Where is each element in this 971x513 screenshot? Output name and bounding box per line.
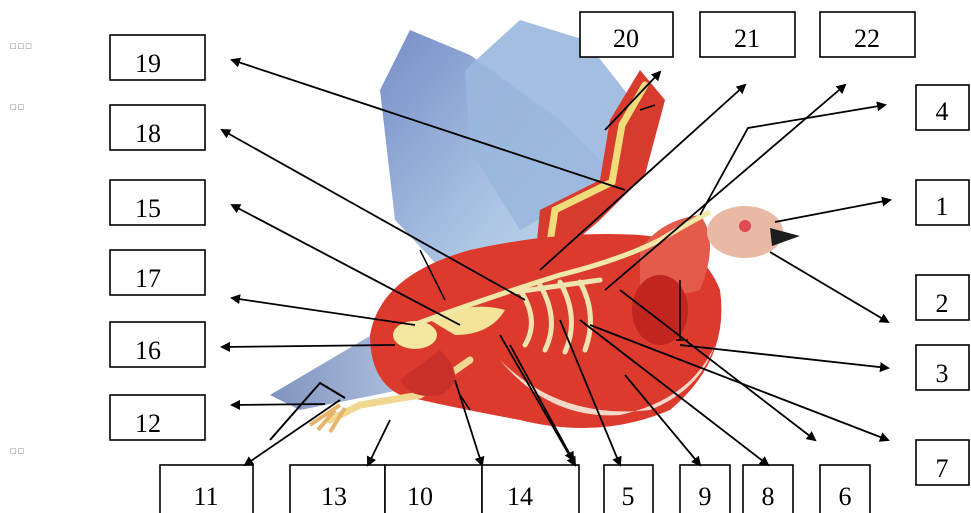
- svg-text:8: 8: [762, 482, 775, 511]
- svg-text:13: 13: [321, 482, 347, 511]
- svg-text:12: 12: [135, 409, 161, 438]
- label-box-18: 18: [110, 105, 205, 150]
- label-box-19: 19: [110, 35, 205, 80]
- mark-bottom: □□: [10, 447, 25, 455]
- svg-text:10: 10: [407, 482, 433, 511]
- label-box-20: 20: [580, 12, 673, 57]
- svg-text:14: 14: [507, 482, 533, 511]
- label-box-4: 4: [916, 85, 969, 130]
- mark-top: □□□: [10, 42, 33, 50]
- svg-text:3: 3: [936, 359, 949, 388]
- label-box-8: 8: [743, 465, 793, 513]
- label-box-21: 21: [700, 12, 795, 57]
- leader-12: [232, 404, 325, 405]
- svg-text:22: 22: [854, 24, 880, 53]
- svg-text:16: 16: [135, 336, 161, 365]
- label-box-17: 17: [110, 250, 205, 295]
- svg-text:1: 1: [936, 192, 949, 221]
- mark-mid: □□: [10, 103, 25, 111]
- svg-text:5: 5: [622, 482, 635, 511]
- svg-text:19: 19: [135, 49, 161, 78]
- label-box-7: 7: [916, 440, 969, 485]
- eye: [739, 220, 751, 232]
- beak: [770, 228, 800, 246]
- svg-text:18: 18: [135, 119, 161, 148]
- label-box-9: 9: [680, 465, 730, 513]
- label-box-16: 16: [110, 322, 205, 367]
- svg-text:4: 4: [936, 97, 949, 126]
- svg-text:7: 7: [936, 454, 949, 483]
- label-box-10: 10: [385, 465, 482, 513]
- svg-text:6: 6: [839, 482, 852, 511]
- svg-text:21: 21: [734, 24, 760, 53]
- label-box-13: 13: [290, 465, 385, 513]
- label-box-3: 3: [916, 345, 969, 390]
- label-box-15: 15: [110, 180, 205, 225]
- label-box-5: 5: [604, 465, 653, 513]
- label-box-12: 12: [110, 395, 205, 440]
- leader-4: [700, 105, 885, 215]
- bird-illustration: [270, 20, 800, 432]
- label-box-22: 22: [820, 12, 915, 57]
- leader-1: [775, 200, 890, 222]
- leader-2: [770, 252, 888, 322]
- svg-text:9: 9: [699, 482, 712, 511]
- svg-text:15: 15: [135, 194, 161, 223]
- label-box-11: 11: [160, 465, 253, 513]
- svg-text:17: 17: [135, 264, 161, 293]
- leader-13: [368, 420, 390, 465]
- label-box-1: 1: [916, 180, 969, 225]
- svg-text:2: 2: [936, 289, 949, 318]
- svg-text:20: 20: [613, 24, 639, 53]
- svg-text:11: 11: [193, 482, 218, 511]
- label-box-6: 6: [820, 465, 870, 513]
- label-box-14: 14: [482, 465, 579, 513]
- label-box-2: 2: [916, 275, 969, 320]
- leader-11: [245, 400, 340, 465]
